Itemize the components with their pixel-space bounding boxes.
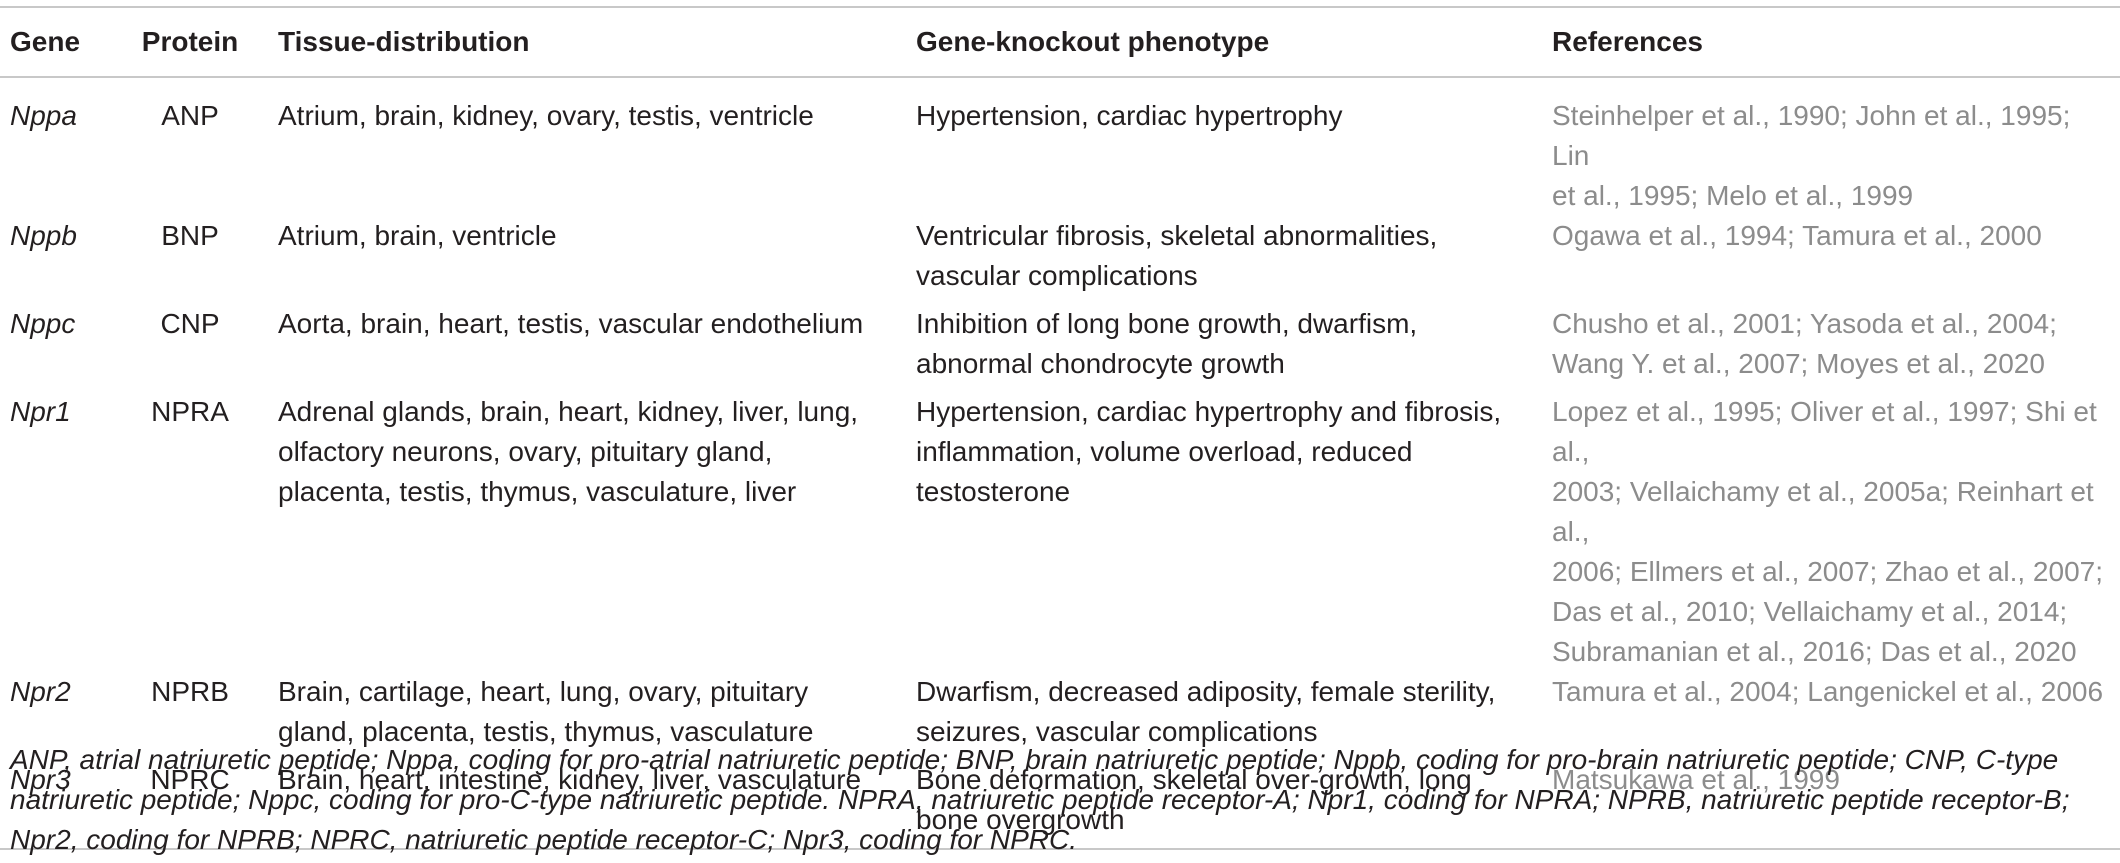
phenotype-cell-line: seizures, vascular complications — [916, 716, 1318, 747]
tissue-distribution-cell: Atrium, brain, ventricle — [262, 216, 916, 304]
footnote-line: natriuretic peptide; Nppc, coding for pr… — [10, 784, 2070, 815]
table-footnote: ANP, atrial natriuretic peptide; Nppa, c… — [10, 740, 2114, 860]
references-cell-line: Das et al., 2010; Vellaichamy et al., 20… — [1552, 596, 2068, 627]
footnote-line: Npr2, coding for NPRB; NPRC, natriuretic… — [10, 824, 1078, 855]
phenotype-cell: Hypertension, cardiac hypertrophy — [916, 77, 1552, 216]
phenotype-cell-line: Bone deformation, skeletal over-growth, … — [916, 764, 1472, 795]
gene-cell: Npr1 — [10, 396, 71, 427]
phenotype-cell-line: Dwarfism, decreased adiposity, female st… — [916, 676, 1496, 707]
references-cell: Chusho et al., 2001; Yasoda et al., 2004… — [1552, 304, 2120, 392]
tissue-distribution-cell: Brain, cartilage, heart, lung, ovary, pi… — [262, 672, 916, 760]
phenotype-cell-line: Hypertension, cardiac hypertrophy — [916, 100, 1343, 131]
table-body: Nppa ANP Atrium, brain, kidney, ovary, tes… — [0, 77, 2120, 850]
references-cell-line: Matsukawa et al., 1999 — [1552, 764, 1840, 795]
phenotype-cell-line: abnormal chondrocyte growth — [916, 348, 1285, 379]
table-row: Nppa ANP Atrium, brain, kidney, ovary, tes… — [0, 77, 2120, 216]
tissue-distribution-cell-line: olfactory neurons, ovary, pituitary glan… — [278, 436, 773, 467]
tissue-distribution-cell-line: Brain, heart, intestine, kidney, liver, … — [278, 764, 862, 795]
phenotype-cell-line: vascular complications — [916, 260, 1198, 291]
references-cell-line: et al., 1995; Melo et al., 1999 — [1552, 180, 1914, 211]
gene-cell: Npr3 — [0, 760, 118, 850]
protein-cell: CNP — [160, 308, 220, 339]
tissue-distribution-cell: Adrenal glands, brain, heart, kidney, li… — [262, 392, 916, 672]
tissue-distribution-cell-line: Atrium, brain, ventricle — [278, 220, 557, 251]
references-cell-line: Ogawa et al., 1994; Tamura et al., 2000 — [1552, 220, 2042, 251]
tissue-distribution-cell: Brain, heart, intestine, kidney, liver, … — [262, 760, 916, 850]
references-cell: Ogawa et al., 1994; Tamura et al., 2000 — [1552, 216, 2120, 304]
gene-table: Gene Protein Tissue-distribution Gene-kn… — [0, 6, 2120, 850]
phenotype-cell: Dwarfism, decreased adiposity, female st… — [916, 672, 1552, 760]
table-row: Nppc CNP Aorta, brain, heart, testis, vasc… — [0, 304, 2120, 392]
header-tissue-distribution: Tissue-distribution — [262, 6, 916, 78]
references-cell-line: Chusho et al., 2001; Yasoda et al., 2004… — [1552, 308, 2057, 339]
protein-cell: BNP — [161, 220, 219, 251]
gene-cell: Nppc — [10, 308, 76, 339]
phenotype-cell-line: Ventricular fibrosis, skeletal abnormali… — [916, 220, 1438, 251]
phenotype-cell-line: bone overgrowth — [916, 804, 1125, 835]
header-protein: Protein — [118, 6, 262, 78]
header-references: References — [1552, 6, 2120, 78]
gene-cell: Nppb — [10, 220, 77, 251]
tissue-distribution-cell-line: placenta, testis, thymus, vasculature, l… — [278, 476, 797, 507]
gene-cell: Nppa — [10, 100, 77, 131]
protein-cell: NPRA — [151, 396, 229, 427]
tissue-distribution-cell: Aorta, brain, heart, testis, vascular en… — [262, 304, 916, 392]
references-cell: Lopez et al., 1995; Oliver et al., 1997;… — [1552, 392, 2120, 672]
phenotype-cell: Inhibition of long bone growth, dwarfism… — [916, 304, 1552, 392]
gene-cell: Npr2 — [10, 676, 71, 707]
references-cell-line: 2006; Ellmers et al., 2007; Zhao et al.,… — [1552, 556, 2104, 587]
protein-cell: NPRB — [151, 676, 229, 707]
phenotype-cell: Bone deformation, skeletal over-growth, … — [916, 760, 1552, 850]
references-cell-line: Tamura et al., 2004; Langenickel et al.,… — [1552, 676, 2104, 707]
table-row: Nppb BNP Atrium, brain, ventricle Ventricul… — [0, 216, 2120, 304]
tissue-distribution-cell-line: Adrenal glands, brain, heart, kidney, li… — [278, 396, 859, 427]
phenotype-cell-line: testosterone — [916, 476, 1071, 507]
table-row: Npr2 NPRB Brain, cartilage, heart, lung, o… — [0, 672, 2120, 760]
phenotype-cell-line: Inhibition of long bone growth, dwarfism… — [916, 308, 1418, 339]
tissue-distribution-cell-line: Aorta, brain, heart, testis, vascular en… — [278, 308, 864, 339]
references-cell-line: Wang Y. et al., 2007; Moyes et al., 2020 — [1552, 348, 2045, 379]
table-header-row: Gene Protein Tissue-distribution Gene-kn… — [0, 6, 2120, 78]
tissue-distribution-cell-line: Atrium, brain, kidney, ovary, testis, ve… — [278, 100, 814, 131]
phenotype-cell: Hypertension, cardiac hypertrophy and fi… — [916, 392, 1552, 672]
phenotype-cell: Ventricular fibrosis, skeletal abnormali… — [916, 216, 1552, 304]
header-phenotype: Gene-knockout phenotype — [916, 6, 1552, 78]
references-cell-line: Lopez et al., 1995; Oliver et al., 1997;… — [1552, 396, 2097, 467]
references-cell: Matsukawa et al., 1999 — [1552, 760, 2120, 850]
table-row: Npr1 NPRA Adrenal glands, brain, heart, ki… — [0, 392, 2120, 672]
references-cell-line: 2003; Vellaichamy et al., 2005a; Reinhar… — [1552, 476, 2094, 547]
protein-cell: NPRC — [118, 760, 262, 850]
references-cell-line: Steinhelper et al., 1990; John et al., 1… — [1552, 100, 2071, 171]
phenotype-cell-line: inflammation, volume overload, reduced — [916, 436, 1413, 467]
references-cell-line: Subramanian et al., 2016; Das et al., 20… — [1552, 636, 2077, 667]
phenotype-cell-line: Hypertension, cardiac hypertrophy and fi… — [916, 396, 1502, 427]
footnote-line: ANP, atrial natriuretic peptide; Nppa, c… — [10, 744, 2059, 775]
tissue-distribution-cell: Atrium, brain, kidney, ovary, testis, ve… — [262, 77, 916, 216]
protein-cell: ANP — [161, 100, 219, 131]
references-cell: Steinhelper et al., 1990; John et al., 1… — [1552, 77, 2120, 216]
references-cell: Tamura et al., 2004; Langenickel et al.,… — [1552, 672, 2120, 760]
tissue-distribution-cell-line: gland, placenta, testis, thymus, vascula… — [278, 716, 814, 747]
tissue-distribution-cell-line: Brain, cartilage, heart, lung, ovary, pi… — [278, 676, 809, 707]
header-gene: Gene — [0, 6, 118, 78]
